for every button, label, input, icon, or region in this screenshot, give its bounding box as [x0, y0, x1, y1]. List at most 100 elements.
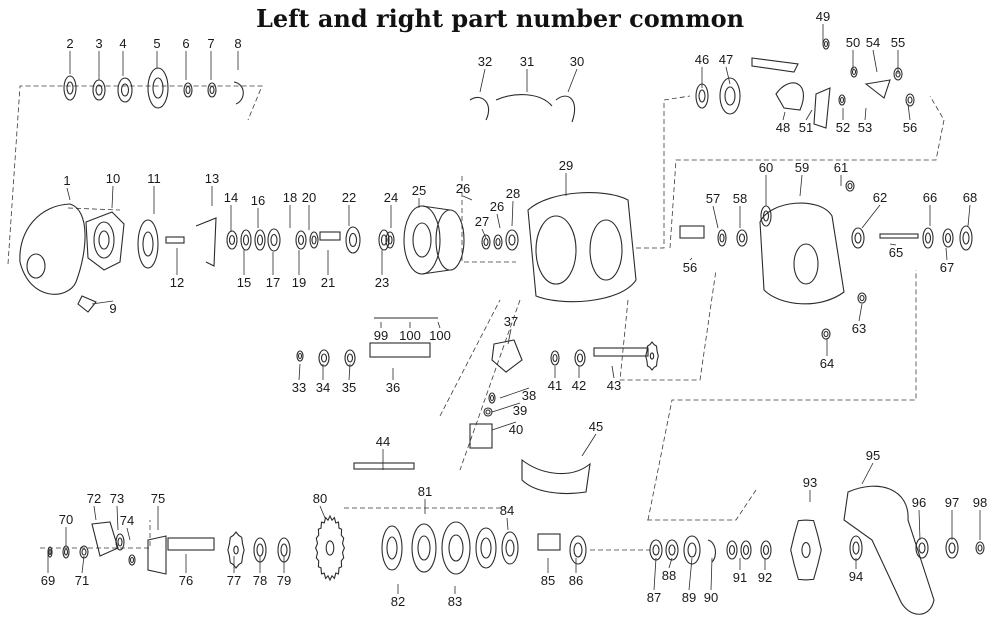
part-number-34: 34	[316, 380, 330, 395]
leader-line-27	[481, 228, 487, 239]
part-number-100: 100	[429, 328, 451, 343]
part-number-6: 6	[182, 36, 189, 51]
part-number-32: 32	[478, 54, 492, 69]
part-number-53: 53	[858, 120, 872, 135]
part-number-58: 58	[733, 191, 747, 206]
part-number-45: 45	[589, 419, 603, 434]
part-number-66: 66	[923, 190, 937, 205]
leader-line-53	[864, 107, 867, 121]
part-number-71: 71	[75, 573, 89, 588]
leader-line-37	[507, 328, 512, 345]
part-number-69: 69	[41, 573, 55, 588]
part-number-78: 78	[253, 573, 267, 588]
part-number-67: 67	[940, 260, 954, 275]
part-number-77: 77	[227, 573, 241, 588]
part-number-62: 62	[873, 190, 887, 205]
part-number-57: 57	[706, 191, 720, 206]
part-number-39: 39	[513, 403, 527, 418]
part-number-1: 1	[63, 173, 70, 188]
part-number-84: 84	[500, 503, 514, 518]
part-number-46: 46	[695, 52, 709, 67]
leader-line-28	[511, 200, 514, 227]
part-number-16: 16	[251, 193, 265, 208]
part-number-75: 75	[151, 491, 165, 506]
part-number-48: 48	[776, 120, 790, 135]
part-number-100: 100	[399, 328, 421, 343]
part-number-26: 26	[490, 199, 504, 214]
part-number-11: 11	[147, 171, 161, 186]
leader-line-90	[710, 557, 713, 591]
part-number-93: 93	[803, 475, 817, 490]
part-number-50: 50	[846, 35, 860, 50]
part-number-29: 29	[559, 158, 573, 173]
leader-line-40	[491, 421, 517, 431]
leader-line-73	[116, 505, 119, 531]
part-number-91: 91	[733, 570, 747, 585]
part-number-12: 12	[170, 275, 184, 290]
leader-line-45	[581, 433, 597, 457]
part-number-40: 40	[509, 422, 523, 437]
part-number-30: 30	[570, 54, 584, 69]
diagram-title: Left and right part number common	[255, 4, 745, 33]
leader-line-1	[66, 187, 71, 201]
leader-line-56	[689, 257, 693, 261]
leader-line-72	[93, 505, 97, 521]
leader-line-84	[506, 517, 509, 531]
leader-line-32	[479, 68, 486, 93]
part-number-92: 92	[758, 570, 772, 585]
part-number-54: 54	[866, 35, 880, 50]
part-number-99: 99	[374, 328, 388, 343]
part-number-68: 68	[963, 190, 977, 205]
part-number-31: 31	[520, 54, 534, 69]
part-number-70: 70	[59, 512, 73, 527]
part-number-83: 83	[448, 594, 462, 609]
part-number-49: 49	[816, 9, 830, 24]
part-number-59: 59	[795, 160, 809, 175]
part-number-94: 94	[849, 569, 863, 584]
leader-line-56	[907, 103, 911, 121]
part-number-36: 36	[386, 380, 400, 395]
leader-line-43	[611, 365, 615, 379]
part-number-56: 56	[683, 260, 697, 275]
part-number-35: 35	[342, 380, 356, 395]
part-number-25: 25	[412, 183, 426, 198]
part-number-33: 33	[292, 380, 306, 395]
leader-line-100	[437, 321, 441, 329]
part-number-47: 47	[719, 52, 733, 67]
part-number-14: 14	[224, 190, 238, 205]
part-number-56: 56	[903, 120, 917, 135]
part-number-74: 74	[120, 513, 134, 528]
part-number-55: 55	[891, 35, 905, 50]
leader-line-26	[462, 195, 473, 201]
part-number-20: 20	[302, 190, 316, 205]
part-number-8: 8	[234, 36, 241, 51]
part-number-44: 44	[376, 434, 390, 449]
part-number-10: 10	[106, 171, 120, 186]
part-number-15: 15	[237, 275, 251, 290]
leader-line-39	[491, 402, 521, 413]
part-number-72: 72	[87, 491, 101, 506]
part-number-89: 89	[682, 590, 696, 605]
leader-line-47	[725, 66, 731, 85]
leader-line-57	[712, 205, 719, 229]
part-number-79: 79	[277, 573, 291, 588]
part-number-23: 23	[375, 275, 389, 290]
part-number-4: 4	[119, 36, 126, 51]
part-number-80: 80	[313, 491, 327, 506]
part-number-38: 38	[522, 388, 536, 403]
part-number-5: 5	[153, 36, 160, 51]
part-number-52: 52	[836, 120, 850, 135]
leader-line-59	[799, 174, 803, 197]
leader-line-89	[688, 557, 693, 591]
leader-line-87	[653, 557, 657, 591]
part-number-22: 22	[342, 190, 356, 205]
part-number-86: 86	[569, 573, 583, 588]
part-number-9: 9	[109, 301, 116, 316]
leader-line-88	[668, 557, 673, 569]
part-number-24: 24	[384, 190, 398, 205]
part-number-17: 17	[266, 275, 280, 290]
part-number-76: 76	[179, 573, 193, 588]
leader-line-62	[861, 204, 881, 229]
